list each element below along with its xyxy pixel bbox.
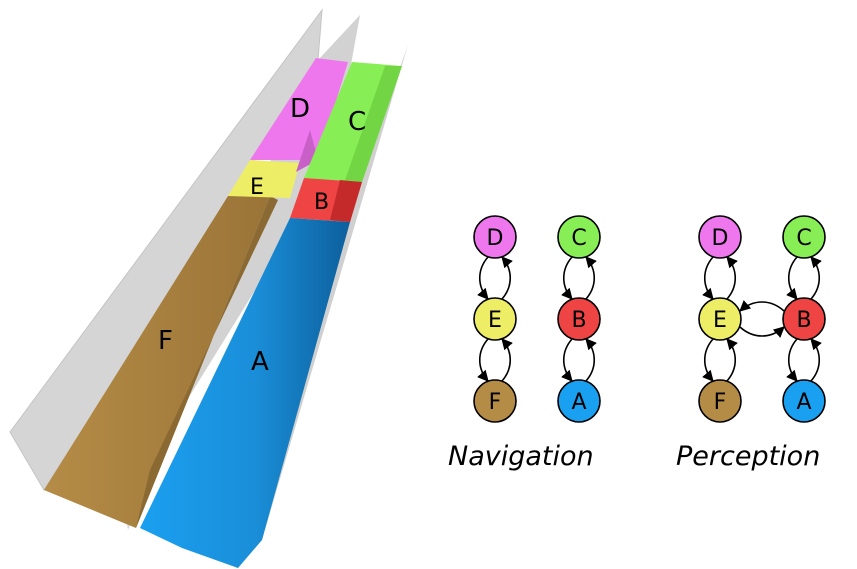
region-label-A: A — [251, 347, 269, 377]
node-label-B: B — [571, 308, 586, 333]
node-label-C: C — [571, 226, 586, 251]
edge-A-to-B — [810, 338, 822, 382]
perception-caption: Perception — [676, 441, 820, 472]
node-B — [557, 297, 601, 341]
node-label-F: F — [714, 390, 727, 415]
node-D — [698, 215, 742, 259]
region-label-D: D — [290, 94, 310, 124]
node-F — [473, 379, 517, 423]
node-B — [782, 297, 826, 341]
edge-B-to-A — [561, 338, 573, 382]
edge-C-to-B — [561, 256, 573, 300]
edge-B-to-E — [739, 300, 785, 312]
node-C — [782, 215, 826, 259]
node-A — [782, 379, 826, 423]
edge-F-to-E — [501, 338, 513, 382]
node-label-E: E — [488, 308, 502, 333]
region-F-floor — [44, 196, 270, 528]
node-label-D: D — [487, 226, 504, 251]
edge-B-to-C — [585, 256, 597, 300]
region-B-shade — [330, 180, 362, 222]
region-label-E: E — [250, 175, 264, 200]
edge-E-to-B — [739, 326, 785, 338]
edge-B-to-A — [786, 338, 798, 382]
node-C — [557, 215, 601, 259]
region-A-floor — [140, 218, 350, 568]
node-label-F: F — [489, 390, 502, 415]
navigation-graph: D C E B F A — [473, 215, 601, 423]
region-label-B: B — [314, 190, 329, 215]
edge-E-to-F — [702, 338, 714, 382]
edge-F-to-E — [726, 338, 738, 382]
node-A — [557, 379, 601, 423]
region-E-floor — [228, 160, 300, 198]
region-C-shade — [345, 66, 402, 182]
edge-A-to-B — [585, 338, 597, 382]
perception-graph: D C E B F A — [698, 215, 826, 423]
node-label-A: A — [796, 390, 811, 415]
edge-E-to-D — [501, 256, 513, 300]
node-label-C: C — [796, 226, 811, 251]
edge-C-to-B — [786, 256, 798, 300]
edge-D-to-E — [477, 256, 489, 300]
edge-D-to-E — [702, 256, 714, 300]
region-label-F: F — [158, 326, 173, 356]
node-D — [473, 215, 517, 259]
navigation-caption: Navigation — [448, 441, 594, 472]
node-label-E: E — [713, 308, 727, 333]
edge-E-to-D — [726, 256, 738, 300]
corridor-3d: D C E B F A — [9, 8, 408, 568]
node-E — [698, 297, 742, 341]
node-label-B: B — [796, 308, 811, 333]
region-label-C: C — [348, 107, 366, 137]
node-label-D: D — [712, 226, 729, 251]
edge-E-to-F — [477, 338, 489, 382]
node-label-A: A — [571, 390, 586, 415]
node-F — [698, 379, 742, 423]
node-E — [473, 297, 517, 341]
region-F-shadow — [136, 196, 278, 528]
edge-B-to-C — [810, 256, 822, 300]
